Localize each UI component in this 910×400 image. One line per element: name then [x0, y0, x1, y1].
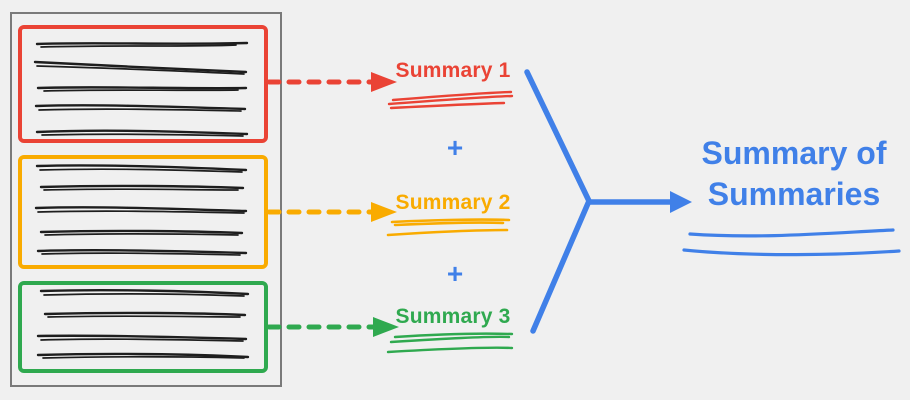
summary-1-scribble	[387, 90, 514, 110]
document-3-box	[18, 281, 268, 373]
document-3-scribble-lines	[36, 288, 250, 359]
document-2-box	[18, 155, 268, 269]
arrow-document-1-to-summary-1	[266, 72, 397, 92]
document-1-box	[18, 25, 268, 143]
plus-operator-top: +	[446, 132, 464, 163]
summary-of-summaries-title: Summary of Summaries	[701, 135, 887, 212]
arrow-document-2-to-summary-2	[266, 202, 397, 222]
document-1-scribble-lines	[33, 41, 249, 137]
summary-2-scribble	[386, 218, 511, 237]
summary-2-label: Summary 2	[395, 191, 511, 214]
arrow-document-3-to-summary-3	[266, 317, 399, 337]
plus-operator-bottom: +	[446, 258, 464, 289]
summary-3-label: Summary 3	[395, 305, 511, 328]
documents-frame	[10, 12, 282, 387]
summary-3-scribble	[386, 332, 514, 354]
result-scribble	[682, 228, 901, 257]
merge-arrow	[524, 69, 692, 334]
summary-1-label: Summary 1	[395, 59, 511, 82]
document-2-scribble-lines	[34, 164, 248, 256]
